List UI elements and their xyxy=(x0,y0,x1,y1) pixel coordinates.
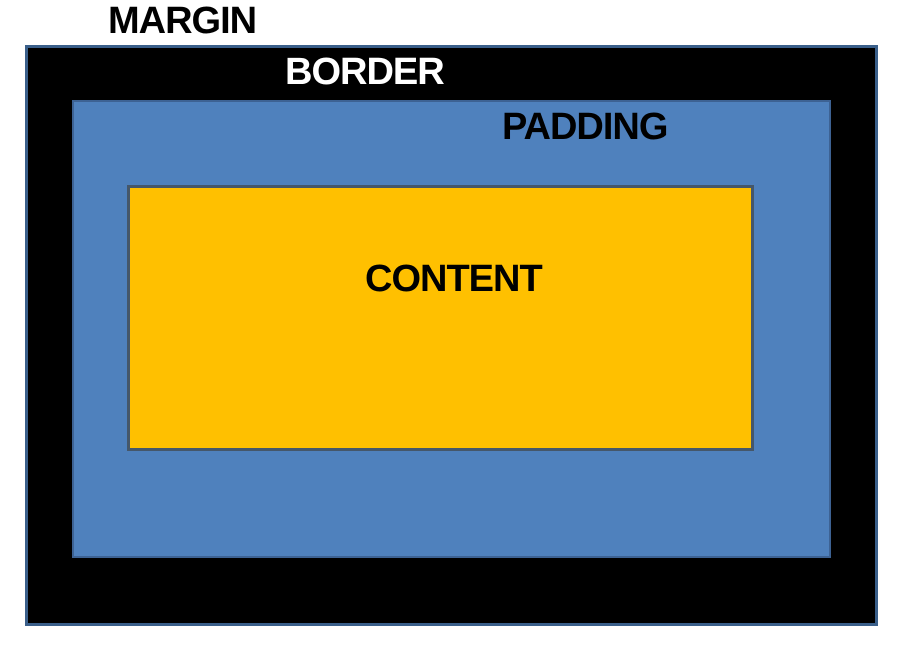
content-label: CONTENT xyxy=(365,258,543,300)
padding-label: PADDING xyxy=(502,106,668,148)
border-label: BORDER xyxy=(285,51,445,93)
margin-label: MARGIN xyxy=(108,0,257,42)
content-region-box xyxy=(127,185,754,451)
